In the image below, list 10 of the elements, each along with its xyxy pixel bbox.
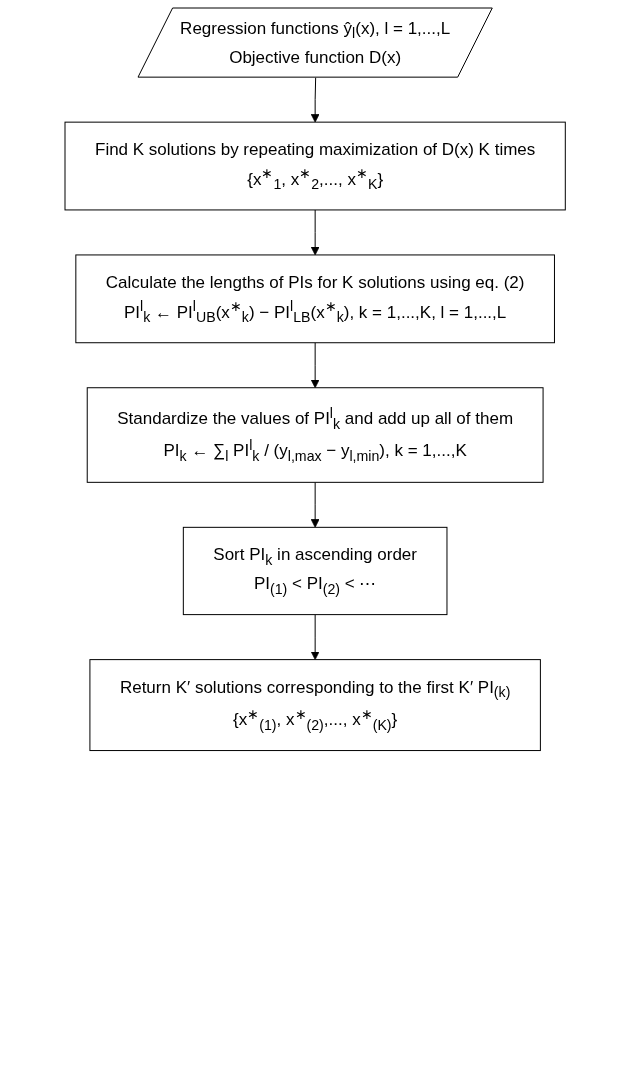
node-box: Sort PI$_{k}$ in ascending order PI$_{(1)}$ < PI$_{(2)}$ < ⋯	[182, 526, 448, 616]
arrow	[310, 481, 320, 528]
node-box: Calculate the lengths of PIs for K solutions using eq. (2) PI$^{l}$$_{k}$ ← PI$^{l}$$_{UB}$(x$^{∗}$$_{k}$) − PI$^{l}$$_{LB}$(x$^{∗}$$_{k}$), k = 1,...,K, l = 1,...,L	[75, 254, 555, 344]
node-box: Find K solutions by repeating maximization of D(x) K times {x$^{∗}$$_{1}$, x$^{∗}$$_{2}$,..., x$^{∗}$$_{K}$}	[64, 121, 566, 211]
arrow	[310, 77, 320, 123]
arrow	[310, 342, 320, 389]
node-box: Return K′ solutions corresponding to the first K′ PI$_{(k)}$ {x$^{∗}$$_{(1)}$, x$^{∗}$$_{(2)}$,..., x$^{∗}$$_{(K)}$}	[89, 659, 541, 752]
node-box: Standardize the values of PI$^{l}$$_{k}$ and add up all of them PI$_{k}$ ← ∑$_{l}$ PI$^{l}$$_{k}$ / (y$_{l,max}$ − y$_{l,min}$), k = 1,...,K	[86, 387, 544, 483]
arrow	[310, 614, 320, 660]
arrow	[310, 209, 320, 256]
